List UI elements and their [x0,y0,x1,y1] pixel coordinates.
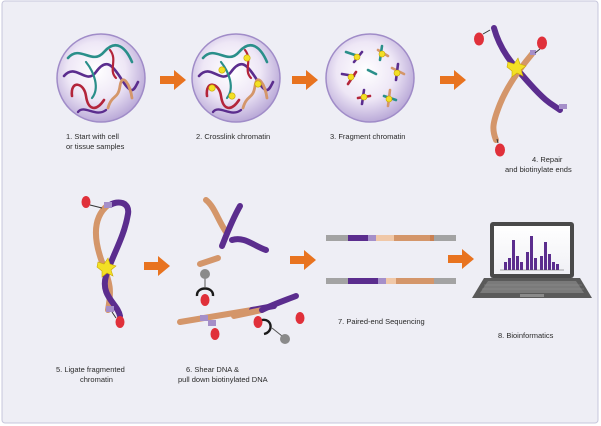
streptavidin-bead-icon [200,269,210,279]
step-4-label-line1: 4. Repair [532,155,563,164]
step-6-shear [177,197,305,344]
step-6-label-line2: pull down biotinylated DNA [178,375,268,384]
biotin-icon [210,328,220,340]
biotin-icon [81,196,91,208]
step-2-nucleus [191,33,281,123]
sequencing-read [326,235,456,241]
arrow-5-to-6 [144,256,170,276]
cell-nucleus-icon [325,33,415,123]
arrow-7-to-8 [448,249,474,269]
biotin-icon [537,36,547,50]
streptavidin-bead-icon [261,318,272,336]
biotin-icon [200,294,210,306]
step-3-label: 3. Fragment chromatin [330,132,405,141]
step-4-repair [474,25,567,157]
arrow-2-to-3 [292,70,318,90]
crosslink-marks [347,50,401,103]
biotin-icon [253,316,263,328]
step-3-nucleus [325,33,415,123]
sequencing-read [326,278,456,284]
arrow-6-to-7 [290,250,316,270]
crosslink-icon [506,57,527,78]
streptavidin-bead-icon [195,287,215,297]
crosslink-marks [208,54,262,100]
step-7-label: 7. Paired-end Sequencing [338,317,425,326]
biotin-icon [295,312,305,324]
biotin-icon [115,316,125,328]
laptop-icon [472,222,592,298]
biotin-icon [474,32,484,46]
step-8-label: 8. Bioinformatics [498,331,554,340]
biotin-icon [495,143,505,157]
crosslink-icon [96,257,117,278]
step-5-ligate [81,196,132,328]
step-5-label-line1: 5. Ligate fragmented [56,365,125,374]
step-2-label: 2. Crosslink chromatin [196,132,270,141]
arrow-1-to-2 [160,70,186,90]
step-4-label-line2: and biotinylate ends [505,165,572,174]
step-5-label-line2: chromatin [80,375,113,384]
cell-nucleus-icon [56,33,146,123]
streptavidin-bead-icon [280,334,290,344]
cell-nucleus-icon [191,33,281,123]
arrow-3-to-4 [440,70,466,90]
step-6-label-line1: 6. Shear DNA & [186,365,239,374]
step-7-reads [326,235,456,284]
screen-histogram [504,236,559,270]
step-1-label-line2: or tissue samples [66,142,125,151]
step-1-label-line1: 1. Start with cell [66,132,119,141]
step-1-nucleus [56,33,146,123]
